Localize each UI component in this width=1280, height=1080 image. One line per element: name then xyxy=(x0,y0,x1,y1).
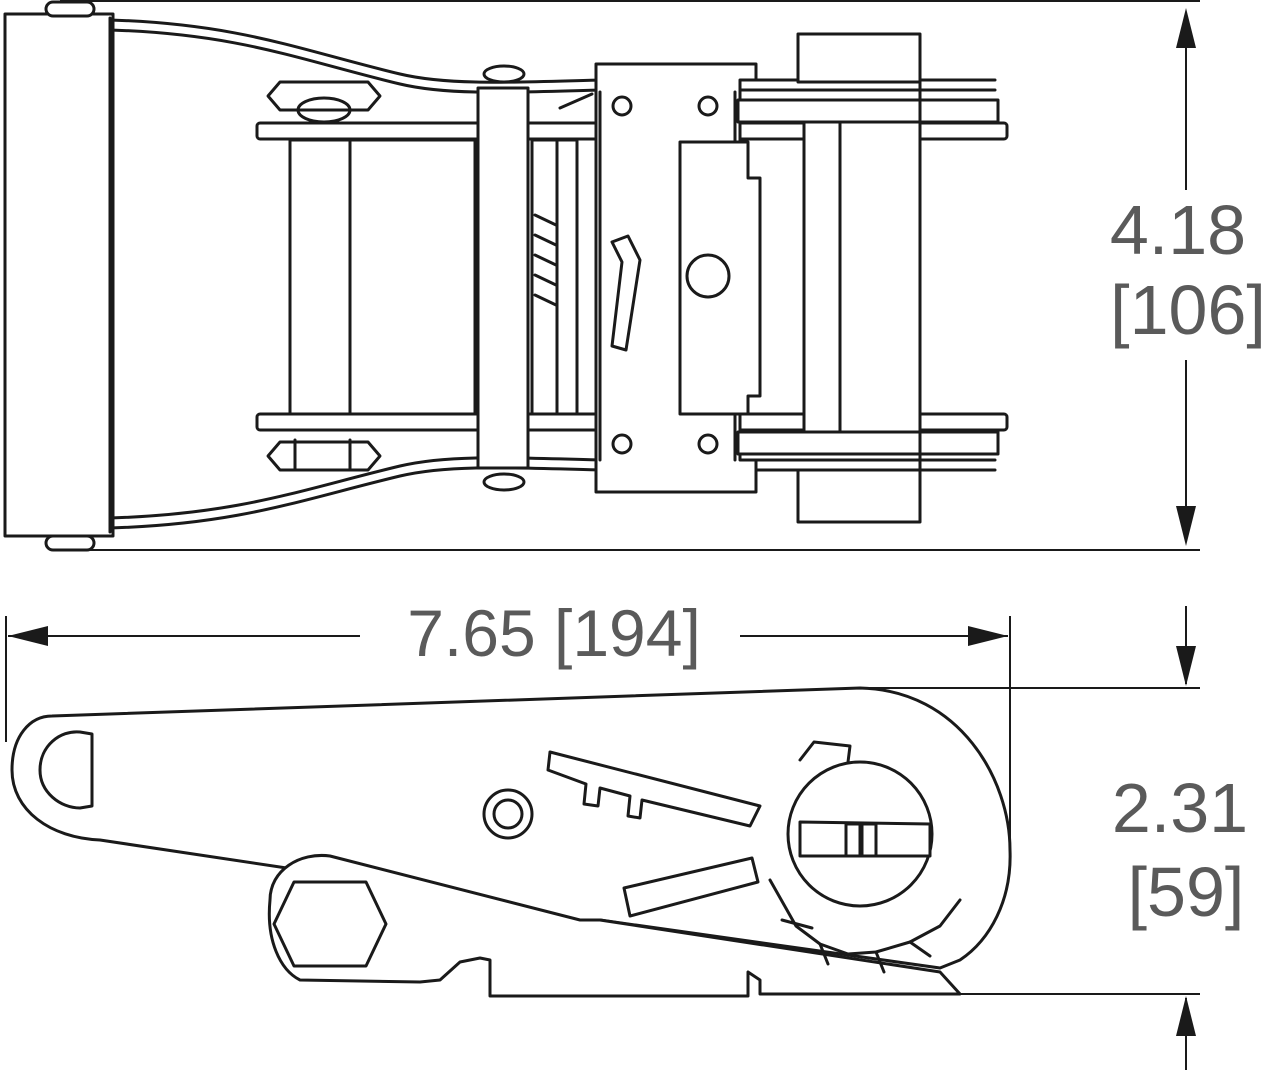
top-view xyxy=(3,0,1200,552)
dim-height: 2.31 [59] xyxy=(760,606,1248,1070)
hex-nut-top xyxy=(266,80,382,112)
dim-height-metric: [59] xyxy=(1128,853,1245,931)
dim-length: 7.65 [194] xyxy=(5,596,1011,860)
dim-width-label: 4.18 xyxy=(1110,191,1246,269)
dim-width: 4.18 [106] xyxy=(1110,8,1266,546)
upper-pawl xyxy=(546,750,762,828)
base-hex-nut xyxy=(272,880,388,968)
lever-eye xyxy=(38,730,94,810)
base-body xyxy=(267,853,962,998)
dim-width-metric: [106] xyxy=(1110,271,1266,349)
dim-height-label: 2.31 xyxy=(1112,769,1248,847)
center-strap xyxy=(476,86,530,470)
dim-length-label: 7.65 [194] xyxy=(407,596,701,670)
hex-nut-bottom xyxy=(266,440,382,472)
handle-bar xyxy=(3,12,115,538)
pivot-bolt xyxy=(482,788,534,840)
spool-top xyxy=(796,32,922,84)
handle-plate-bottom xyxy=(108,466,997,530)
handle-plate-top xyxy=(108,18,997,84)
lower-pawl xyxy=(622,856,760,918)
side-view xyxy=(10,686,1012,998)
